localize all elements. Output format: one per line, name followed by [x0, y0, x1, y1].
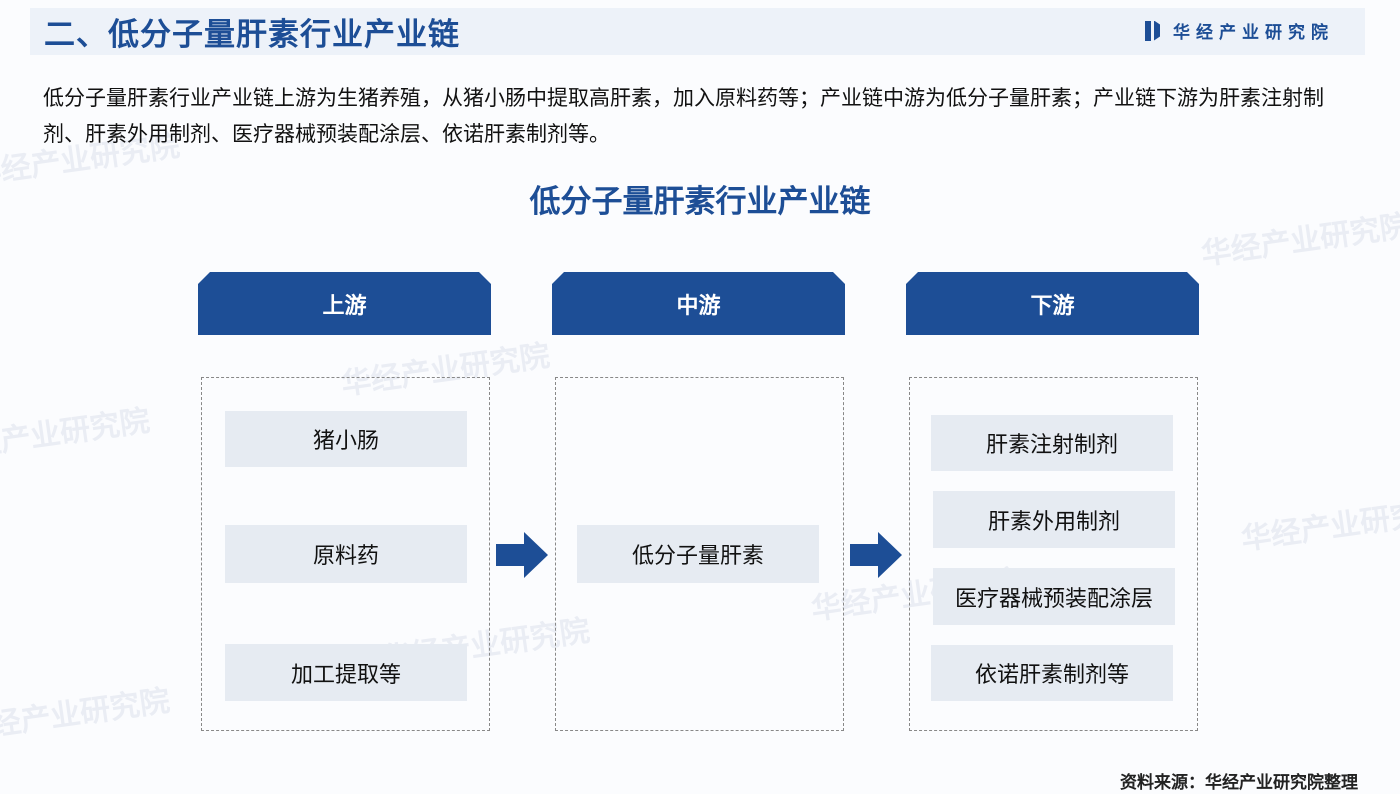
stage-header-midstream: 中游 [552, 272, 845, 335]
source-note: 资料来源：华经产业研究院整理 [1120, 773, 1358, 793]
upstream-item: 加工提取等 [225, 644, 467, 701]
brand-logo: 华经产业研究院 [1145, 18, 1334, 43]
logo-text: 华经产业研究院 [1173, 23, 1334, 43]
arrow-right-icon [850, 532, 902, 578]
watermark: 华经产业研究院 [0, 683, 172, 748]
header-bar [30, 8, 1365, 55]
stage-box-midstream [555, 377, 844, 731]
midstream-item: 低分子量肝素 [577, 525, 819, 583]
downstream-item: 医疗器械预装配涂层 [933, 568, 1175, 625]
arrow-right-icon [496, 532, 548, 578]
stage-header-upstream: 上游 [198, 272, 491, 335]
stage-box-upstream [201, 377, 490, 731]
upstream-item: 猪小肠 [225, 411, 467, 467]
downstream-item: 依诺肝素制剂等 [931, 645, 1173, 701]
watermark: 华经产业研究院 [0, 403, 152, 468]
page-title: 二、低分子量肝素行业产业链 [44, 17, 460, 53]
watermark: 华经产业研究院 [1239, 493, 1400, 558]
diagram-title: 低分子量肝素行业产业链 [529, 184, 871, 220]
intro-paragraph: 低分子量肝素行业产业链上游为生猪养殖，从猪小肠中提取高肝素，加入原料药等；产业链… [43, 86, 1324, 146]
stage-box-downstream [909, 377, 1198, 731]
logo-icon [1145, 20, 1165, 41]
upstream-item: 原料药 [225, 525, 467, 583]
stage-header-downstream: 下游 [906, 272, 1199, 335]
downstream-item: 肝素外用制剂 [933, 491, 1175, 548]
downstream-item: 肝素注射制剂 [931, 415, 1173, 471]
